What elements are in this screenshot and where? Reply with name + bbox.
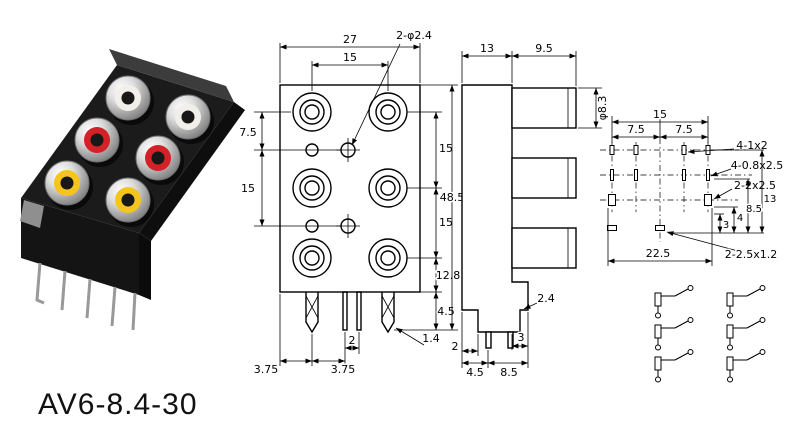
fp-v8-5-dim: 8.5: [746, 204, 762, 215]
side-pin-8-5-dim: 8.5: [500, 366, 518, 379]
rca-jack-white-2: [165, 94, 214, 144]
front-pin-offset-left-dim: 3.75: [254, 363, 279, 376]
side-depth-dim: 13: [480, 42, 494, 55]
front-offset-dim: 7.5: [239, 126, 257, 139]
front-pins: [305, 291, 395, 334]
front-hole-callout: 2-φ2.4: [396, 29, 432, 42]
fp-half-left-dim: 7.5: [627, 123, 645, 136]
rca-jack-red-1: [74, 117, 123, 167]
side-barrel-length-dim: 9.5: [535, 42, 553, 55]
front-pin-gap-dim: 2: [349, 334, 356, 347]
front-left-pitch-dim: 15: [241, 182, 255, 195]
front-row-pitch2-dim: 15: [439, 216, 453, 229]
front-height-dim: 48.5: [440, 191, 465, 204]
product-photo: [20, 49, 245, 331]
side-barrel-dia-dim: φ8.3: [596, 96, 609, 121]
fp-v13-dim: 13: [764, 194, 777, 205]
side-step-3-dim: 3: [518, 331, 525, 344]
front-bottom-dim: 12.8: [436, 269, 461, 282]
front-width-dim: 27: [343, 33, 357, 46]
jack-symbol: [654, 317, 694, 351]
photo-pins: [35, 262, 137, 331]
fp-pads-b-callout: 4-0.8x2.5: [731, 159, 783, 172]
jack-symbol: [654, 285, 694, 319]
side-view: 13 9.5 φ8.3 2.4 2 3 4.5 8.5: [450, 41, 611, 381]
front-view: 27 15 2-φ2.4 7.5 15 15 15 12.8 4.5 48.5: [238, 28, 466, 378]
jack-symbol: [726, 349, 766, 383]
fp-pads-c-callout: 2-2x2.5: [734, 179, 776, 192]
fp-v4-dim: 4: [737, 213, 743, 224]
footprint-pads: [607, 145, 712, 231]
side-pin-2-dim: 2: [452, 340, 459, 353]
side-step-2-4-dim: 2.4: [537, 292, 555, 305]
jack-symbol: [726, 317, 766, 351]
jack-symbol: [654, 349, 694, 383]
front-row-pitch1-dim: 15: [439, 142, 453, 155]
fp-v3-dim: 3: [723, 220, 729, 231]
rca-jack-yellow-1: [44, 160, 93, 210]
side-pin-4-5-dim: 4.5: [466, 366, 484, 379]
fp-span-22-5-dim: 22.5: [646, 247, 671, 260]
fp-pads-a-callout: 4-1x2: [736, 139, 767, 152]
rca-jack-yellow-2: [105, 177, 154, 227]
photo-bracket: [20, 200, 44, 228]
schematic-view: [654, 285, 766, 383]
fp-span-15-dim: 15: [653, 108, 667, 121]
front-col-pitch-dim: 15: [343, 51, 357, 64]
front-pin-width-dim: 1.4: [422, 332, 440, 345]
fp-half-right-dim: 7.5: [675, 123, 693, 136]
fp-pads-d-callout: 2-2.5x1.2: [725, 248, 777, 261]
footprint-view: 15 7.5 7.5 4-1x2 4-0.8x2.5 2-2x2.5 2-2.5…: [600, 107, 785, 266]
front-pin-offset-right-dim: 3.75: [331, 363, 356, 376]
rca-jack-white-1: [105, 75, 154, 125]
rca-jack-red-2: [135, 135, 184, 185]
jack-symbol: [726, 285, 766, 319]
part-number: AV6-8.4-30: [38, 388, 198, 421]
